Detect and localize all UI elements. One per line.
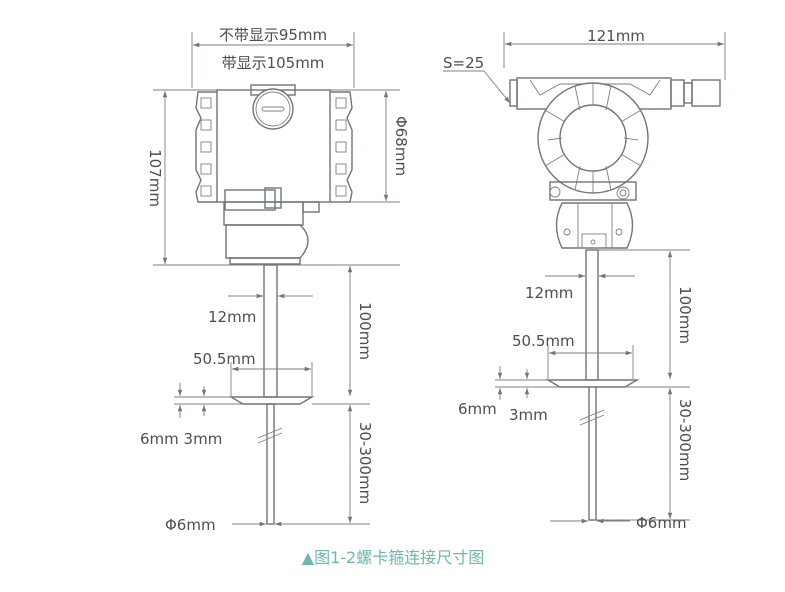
rod-diameter-label: Φ6mm (636, 514, 687, 532)
wrench-size-label: S=25 (443, 54, 484, 72)
insert-length-label: 30-300mm (356, 422, 374, 504)
probe-length-label: 100mm (356, 302, 374, 360)
probe-width-label: 12mm (208, 308, 256, 326)
width-with-display-label: 带显示105mm (222, 54, 325, 72)
diameter-label: Φ68mm (392, 116, 410, 176)
right-view: 121mm S=25 (443, 27, 726, 532)
left-housing (153, 84, 400, 266)
flange-thickness-b-label: 3mm (509, 406, 548, 424)
insert-length-label: 30-300mm (676, 399, 694, 481)
right-housing (509, 77, 721, 251)
probe-width-label: 12mm (525, 284, 573, 302)
flange-width-label: 50.5mm (193, 350, 256, 368)
flange-width-label: 50.5mm (512, 332, 575, 350)
width-label: 121mm (587, 27, 645, 45)
probe-length-label: 100mm (676, 286, 694, 344)
width-no-display-label: 不带显示95mm (219, 26, 327, 44)
flange-thickness-label: 6mm 3mm (140, 430, 222, 448)
height-label: 107mm (146, 149, 164, 207)
flange-thickness-a-label: 6mm (458, 400, 497, 418)
left-view: 不带显示95mm 带显示105mm (140, 26, 410, 534)
figure-caption: ▲图1-2螺卡箍连接尺寸图 (302, 548, 484, 567)
rod-diameter-label: Φ6mm (165, 516, 216, 534)
